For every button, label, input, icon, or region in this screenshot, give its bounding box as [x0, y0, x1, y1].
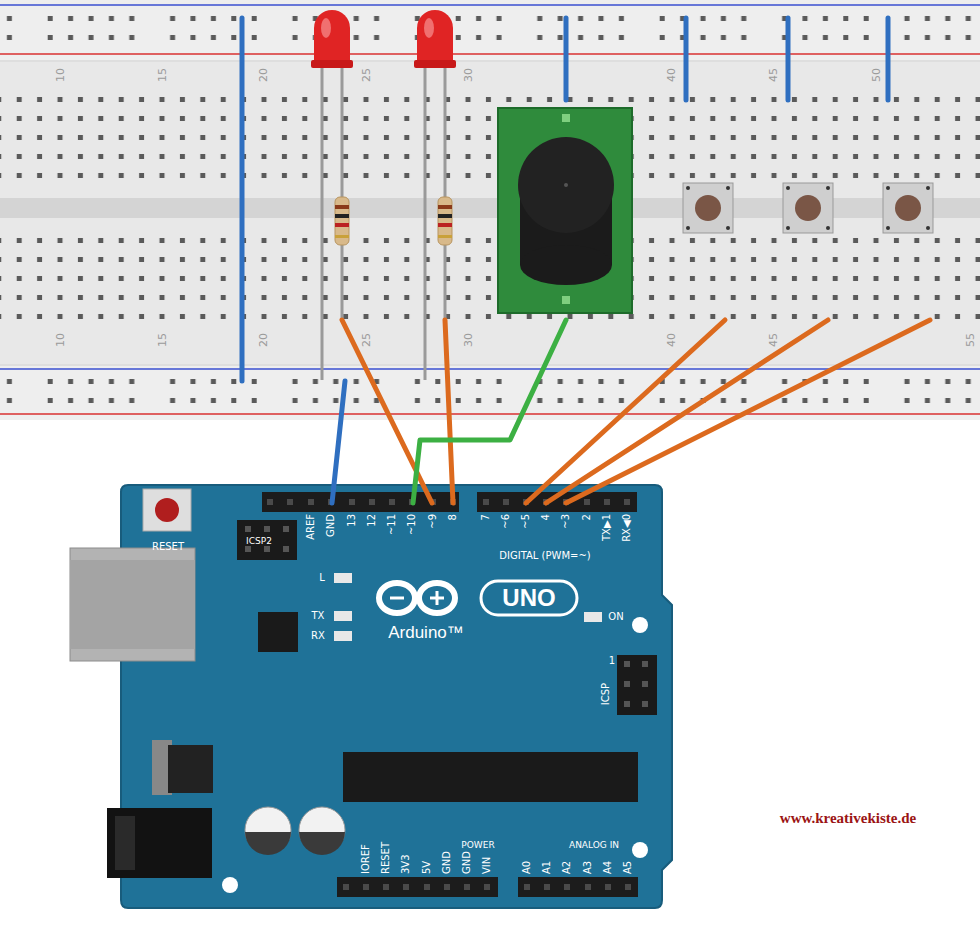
pin-label: A5 — [623, 861, 633, 874]
column-number: 15 — [157, 68, 168, 82]
column-number: 40 — [666, 68, 677, 82]
pin-label: ~5 — [521, 514, 531, 529]
column-number: 25 — [361, 68, 372, 82]
column-number: 45 — [768, 68, 779, 82]
pin-label: A1 — [542, 861, 552, 874]
pin-label: 7 — [481, 514, 491, 520]
column-number: 10 — [55, 333, 66, 347]
led-label: L — [319, 573, 325, 583]
pin-label: A0 — [522, 861, 532, 874]
column-number: 55 — [965, 333, 976, 347]
pin-label: GND — [442, 851, 452, 874]
column-number: 20 — [258, 333, 269, 347]
pin-marker: 1 — [609, 656, 615, 666]
pin-label: ~11 — [387, 514, 397, 535]
pin-label: 12 — [367, 514, 377, 527]
column-number: 20 — [258, 68, 269, 82]
pin-label: GND — [326, 514, 336, 537]
column-number: 30 — [463, 333, 474, 347]
column-number: 40 — [666, 333, 677, 347]
watermark: www.kreativekiste.de — [780, 811, 916, 826]
led-label: RX — [311, 631, 325, 641]
button-label: RESET — [152, 542, 184, 552]
pin-label: RX◀0 — [622, 514, 632, 542]
pin-label: A3 — [583, 861, 593, 874]
column-number: 45 — [768, 333, 779, 347]
board-brand: Arduino™ — [388, 624, 464, 641]
pin-label: 3V3 — [401, 854, 411, 874]
pin-label: 4 — [541, 514, 551, 520]
pin-label: AREF — [306, 514, 316, 540]
pin-label: 2 — [582, 514, 592, 520]
pin-label: VIN — [482, 857, 492, 874]
header-title: POWER — [461, 841, 494, 850]
column-number: 30 — [463, 68, 474, 82]
pin-label: ~3 — [561, 514, 571, 529]
pin-label: 5V — [422, 861, 432, 874]
column-number: 15 — [157, 333, 168, 347]
led-label: TX — [312, 611, 325, 621]
pin-label: GND — [462, 851, 472, 874]
header-title: DIGITAL (PWM=~) — [499, 551, 590, 561]
led-label: ON — [608, 612, 623, 622]
pin-label: RESET — [381, 842, 391, 874]
pin-label: A4 — [603, 861, 613, 874]
pin-label: 8 — [448, 514, 458, 520]
column-number: 50 — [871, 68, 882, 82]
pin-label: TX▶1 — [602, 514, 612, 541]
board-model: UNO — [502, 586, 555, 610]
pin-label: A2 — [562, 861, 572, 874]
column-number: 10 — [55, 68, 66, 82]
pin-label: ~6 — [501, 514, 511, 529]
pin-label: IOREF — [361, 844, 371, 874]
header-label: ICSP2 — [246, 537, 272, 546]
pin-label: 13 — [347, 514, 357, 527]
pin-label: ~10 — [407, 514, 417, 535]
pin-label: ~9 — [428, 514, 438, 529]
header-label: ICSP — [601, 683, 611, 705]
column-number: 25 — [361, 333, 372, 347]
header-title: ANALOG IN — [569, 841, 619, 850]
